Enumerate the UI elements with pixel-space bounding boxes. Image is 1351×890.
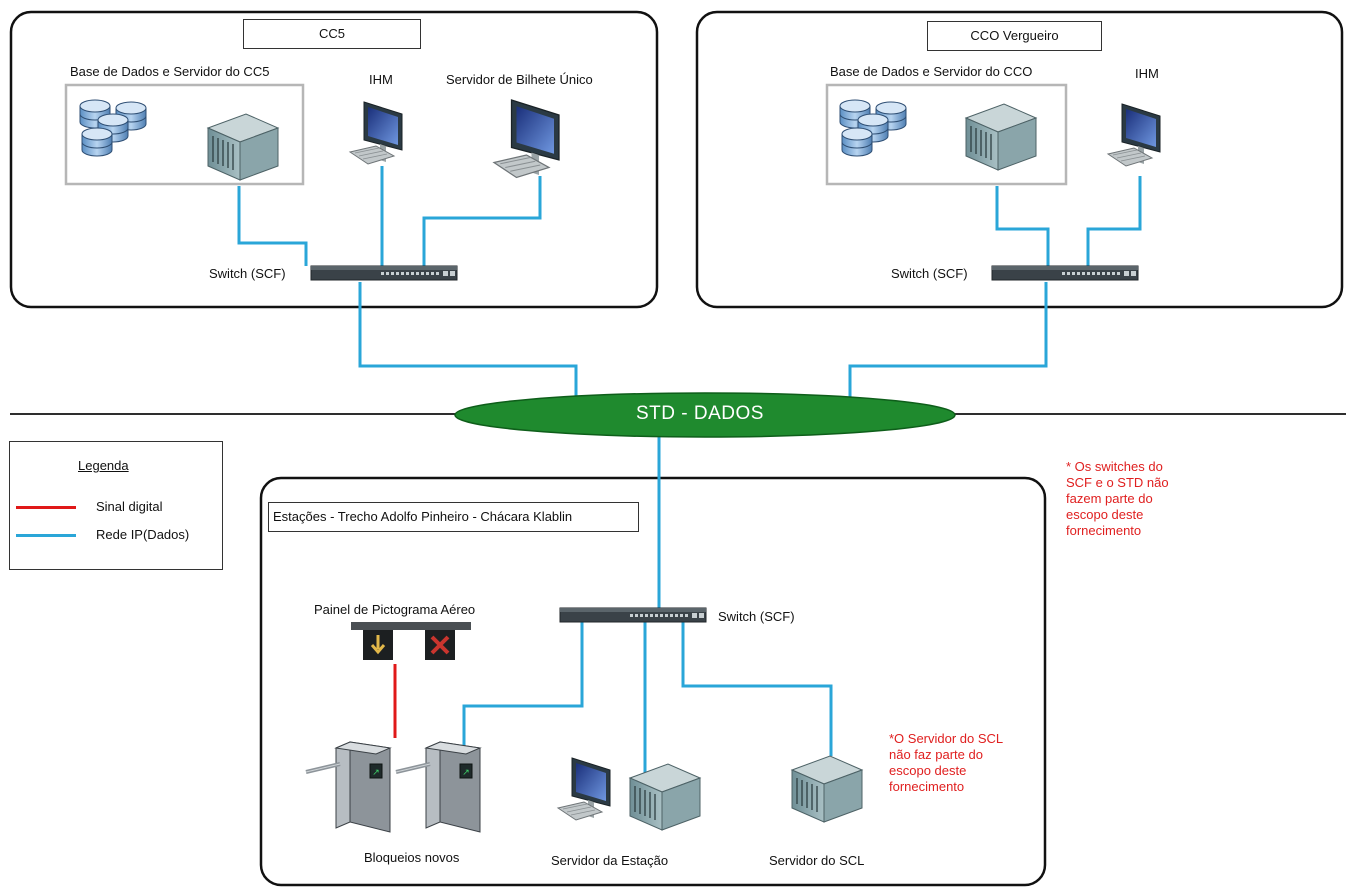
server-icon [791,755,863,823]
switches-scope-note: * Os switches do SCF e o STD não fazem p… [1066,459,1169,538]
stations-title: Estações - Trecho Adolfo Pinheiro - Chác… [268,502,639,532]
legend-title: Legenda [78,458,129,473]
cco-db-group-label: Base de Dados e Servidor do CCO [830,64,1033,79]
switch-icon [310,265,458,281]
station-switch-label: Switch (SCF) [718,609,795,624]
switch-icon [991,265,1139,281]
cc5-switch-label: Switch (SCF) [209,266,286,281]
legend-ip-swatch [16,534,76,537]
legend-item-label: Rede IP(Dados) [96,527,190,542]
servidor-scl-label: Servidor do SCL [769,853,865,868]
cco-ihm-label: IHM [1135,66,1159,81]
workstation-icon [557,757,611,821]
ip-network-lines [237,166,1142,776]
database-icon [839,99,907,157]
cc5-db-group-label: Base de Dados e Servidor do CC5 [70,64,270,79]
workstation-icon [349,101,403,165]
legend: Legenda Sinal digital Rede IP(Dados) [9,441,223,570]
server-icon [207,113,279,181]
scl-scope-note: *O Servidor do SCL não faz parte do esco… [889,731,1004,794]
cco-db-group [825,83,1068,186]
std-dados-label: STD - DADOS [636,403,764,424]
painel-pictograma-label: Painel de Pictograma Aéreo [314,602,476,617]
workstation-icon [493,99,560,179]
legend-item-label: Sinal digital [96,499,163,514]
bilhete-unico-label: Servidor de Bilhete Único [446,72,593,87]
turnstile-icon [394,740,482,834]
legend-item-ip: Rede IP(Dados) [16,526,216,544]
turnstile-icon [304,740,392,834]
cco-switch-label: Switch (SCF) [891,266,968,281]
switch-icon [559,607,707,623]
cc5-ihm-label: IHM [369,72,393,87]
pictogram-panel-icon [351,622,471,660]
cc5-region [9,10,659,309]
cco-title: CCO Vergueiro [927,21,1102,51]
legend-item-digital: Sinal digital [16,498,216,516]
servidor-estacao-label: Servidor da Estação [551,853,669,868]
cc5-title: CC5 [243,19,421,49]
legend-digital-swatch [16,506,76,509]
cco-region [695,10,1344,309]
database-icon [79,99,147,157]
stations-region [259,476,1047,887]
std-dados-cloud [454,392,956,438]
cc5-db-group [64,83,305,186]
workstation-icon [1107,103,1161,167]
bloqueios-novos-label: Bloqueios novos [364,850,460,865]
server-icon [629,763,701,831]
server-icon [965,103,1037,171]
